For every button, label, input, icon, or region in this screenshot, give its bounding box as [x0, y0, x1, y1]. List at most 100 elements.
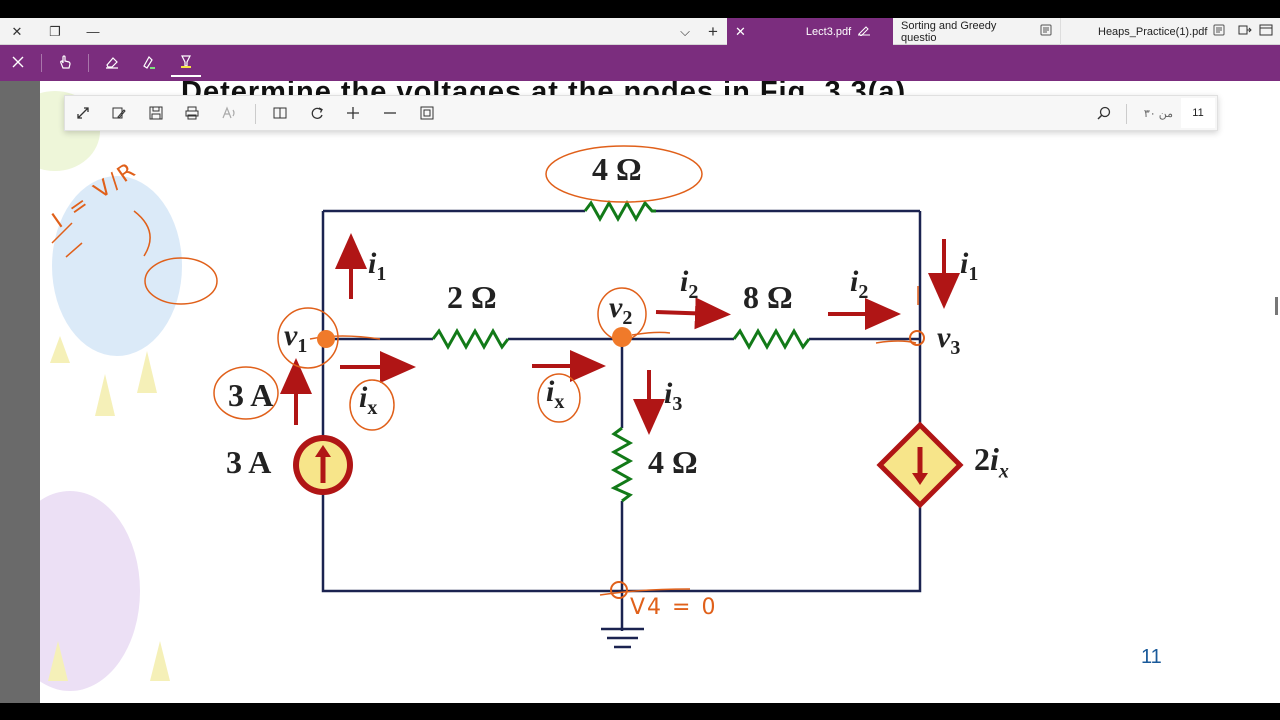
- pdf-icon: [1213, 24, 1225, 39]
- exit-ink-button[interactable]: [3, 49, 33, 77]
- i2-a-var: i: [680, 265, 689, 298]
- pen-icon: [857, 24, 871, 39]
- pdf-viewer: Determine the voltages at the nodes in F…: [0, 81, 1280, 703]
- set-aside-button[interactable]: [1228, 18, 1262, 45]
- touch-writing-button[interactable]: [50, 49, 80, 77]
- search-button[interactable]: [1090, 101, 1118, 127]
- tab-lect3[interactable]: ✕ Lect3.pdf: [727, 18, 893, 45]
- tab-preview-icon: [1259, 24, 1273, 39]
- minimize-window-button[interactable]: —: [76, 18, 110, 45]
- fit-width-button[interactable]: [413, 101, 441, 127]
- label-source-3a-note: 3 A: [228, 377, 274, 413]
- page-number-input[interactable]: 11: [1181, 98, 1215, 128]
- ink-annotations: [51, 145, 919, 596]
- v2-sub: 2: [622, 307, 633, 329]
- close-window-button[interactable]: ✕: [0, 18, 34, 45]
- label-v2: v2: [609, 291, 632, 330]
- current-arrows: [280, 233, 960, 435]
- node-v2: [612, 327, 632, 347]
- label-dep-source: 2ix: [974, 441, 1009, 483]
- rotate-button[interactable]: [303, 101, 331, 127]
- dep-source-var: i: [990, 441, 999, 477]
- save-button[interactable]: [142, 101, 170, 127]
- printer-icon: [185, 106, 199, 123]
- label-ix-a: ix: [359, 381, 377, 420]
- i2-b-sub: 2: [858, 281, 869, 303]
- v1-var: v: [284, 319, 298, 352]
- new-tab-button[interactable]: +: [696, 18, 730, 45]
- i3-sub: 3: [672, 393, 683, 415]
- label-r-top: 4 Ω: [592, 151, 642, 187]
- slide-page-number: 11: [1141, 646, 1162, 668]
- tab-sorting[interactable]: Sorting and Greedy questio: [893, 18, 1061, 45]
- tab-preview-button[interactable]: [1252, 18, 1280, 45]
- search-icon: [1097, 106, 1111, 123]
- draw-button[interactable]: [134, 49, 164, 77]
- ink-pen-icon: [112, 106, 126, 123]
- bottom-edge: [0, 703, 1280, 720]
- ix-b-var: i: [546, 375, 555, 408]
- fit-page-button[interactable]: [69, 101, 97, 127]
- label-i1-right: i1: [960, 247, 978, 286]
- highlight-button[interactable]: [171, 49, 201, 77]
- i1-left-sub: 1: [376, 263, 387, 285]
- decoration-rays: [48, 336, 170, 681]
- resistor-4ohm: [610, 426, 634, 503]
- print-button[interactable]: [178, 101, 206, 127]
- v3-sub: 3: [950, 337, 961, 359]
- highlighter-icon: [178, 53, 194, 72]
- minus-icon: [383, 106, 397, 123]
- eraser-icon: [104, 55, 120, 72]
- label-i2-a: i2: [680, 265, 698, 304]
- decoration-blob: [52, 176, 182, 356]
- two-page-icon: [273, 106, 287, 123]
- label-r-2: 2 Ω: [447, 279, 497, 315]
- restore-window-button[interactable]: ❐: [38, 18, 72, 45]
- label-ix-b: ix: [546, 375, 564, 414]
- ink-toolbar: [0, 45, 1280, 81]
- plus-icon: [346, 104, 360, 125]
- read-aloud-button[interactable]: [215, 101, 243, 127]
- expand-arrows-icon: [76, 106, 90, 123]
- label-source-3a: 3 A: [226, 444, 272, 480]
- read-aloud-icon: [221, 105, 237, 123]
- tab-heaps[interactable]: Heaps_Practice(1).pdf: [1090, 18, 1226, 45]
- zoom-in-button[interactable]: [339, 101, 367, 127]
- plus-icon: +: [708, 21, 718, 41]
- fit-frame-icon: [420, 106, 434, 123]
- eraser-button[interactable]: [97, 49, 127, 77]
- pen-color-icon: [141, 54, 157, 73]
- dep-source-sub: x: [998, 460, 1009, 483]
- resistors: [431, 199, 811, 503]
- save-icon: [149, 106, 163, 123]
- tab-bar: ✕ ❐ — ⌵ + ✕ Lect3.pdf Sorting and Greedy…: [0, 18, 1280, 45]
- dependent-source: [876, 421, 964, 509]
- i2-b-var: i: [850, 265, 859, 298]
- tab-close-button[interactable]: ✕: [735, 23, 746, 39]
- v1-sub: 1: [297, 335, 308, 357]
- node-v3: [909, 330, 925, 346]
- ix-b-sub: x: [554, 391, 565, 413]
- set-aside-icon: [1238, 24, 1252, 39]
- zoom-out-button[interactable]: [376, 101, 404, 127]
- circuit-diagram: [51, 145, 964, 649]
- page-total-label: من ٣٠: [1143, 107, 1173, 120]
- label-v1: v1: [284, 319, 307, 358]
- page-view-button[interactable]: [266, 101, 294, 127]
- minimize-icon: —: [86, 24, 100, 39]
- scrollbar-thumb[interactable]: [1275, 297, 1278, 315]
- node-ground: [610, 581, 628, 599]
- current-source-3a: [293, 435, 353, 495]
- tab-list-button[interactable]: ⌵: [668, 18, 702, 45]
- resistor-8ohm: [732, 327, 811, 351]
- label-i2-b: i2: [850, 265, 868, 304]
- close-icon: [12, 55, 24, 71]
- draw-tool-button[interactable]: [105, 101, 133, 127]
- divider: [1126, 104, 1127, 124]
- tab-label: Heaps_Practice(1).pdf: [1098, 25, 1208, 38]
- scrollbar[interactable]: [1242, 81, 1280, 703]
- i1-left-var: i: [368, 247, 377, 280]
- label-r-4: 4 Ω: [648, 444, 698, 480]
- chevron-down-icon: ⌵: [680, 23, 690, 39]
- tab-label: Sorting and Greedy questio: [901, 19, 997, 44]
